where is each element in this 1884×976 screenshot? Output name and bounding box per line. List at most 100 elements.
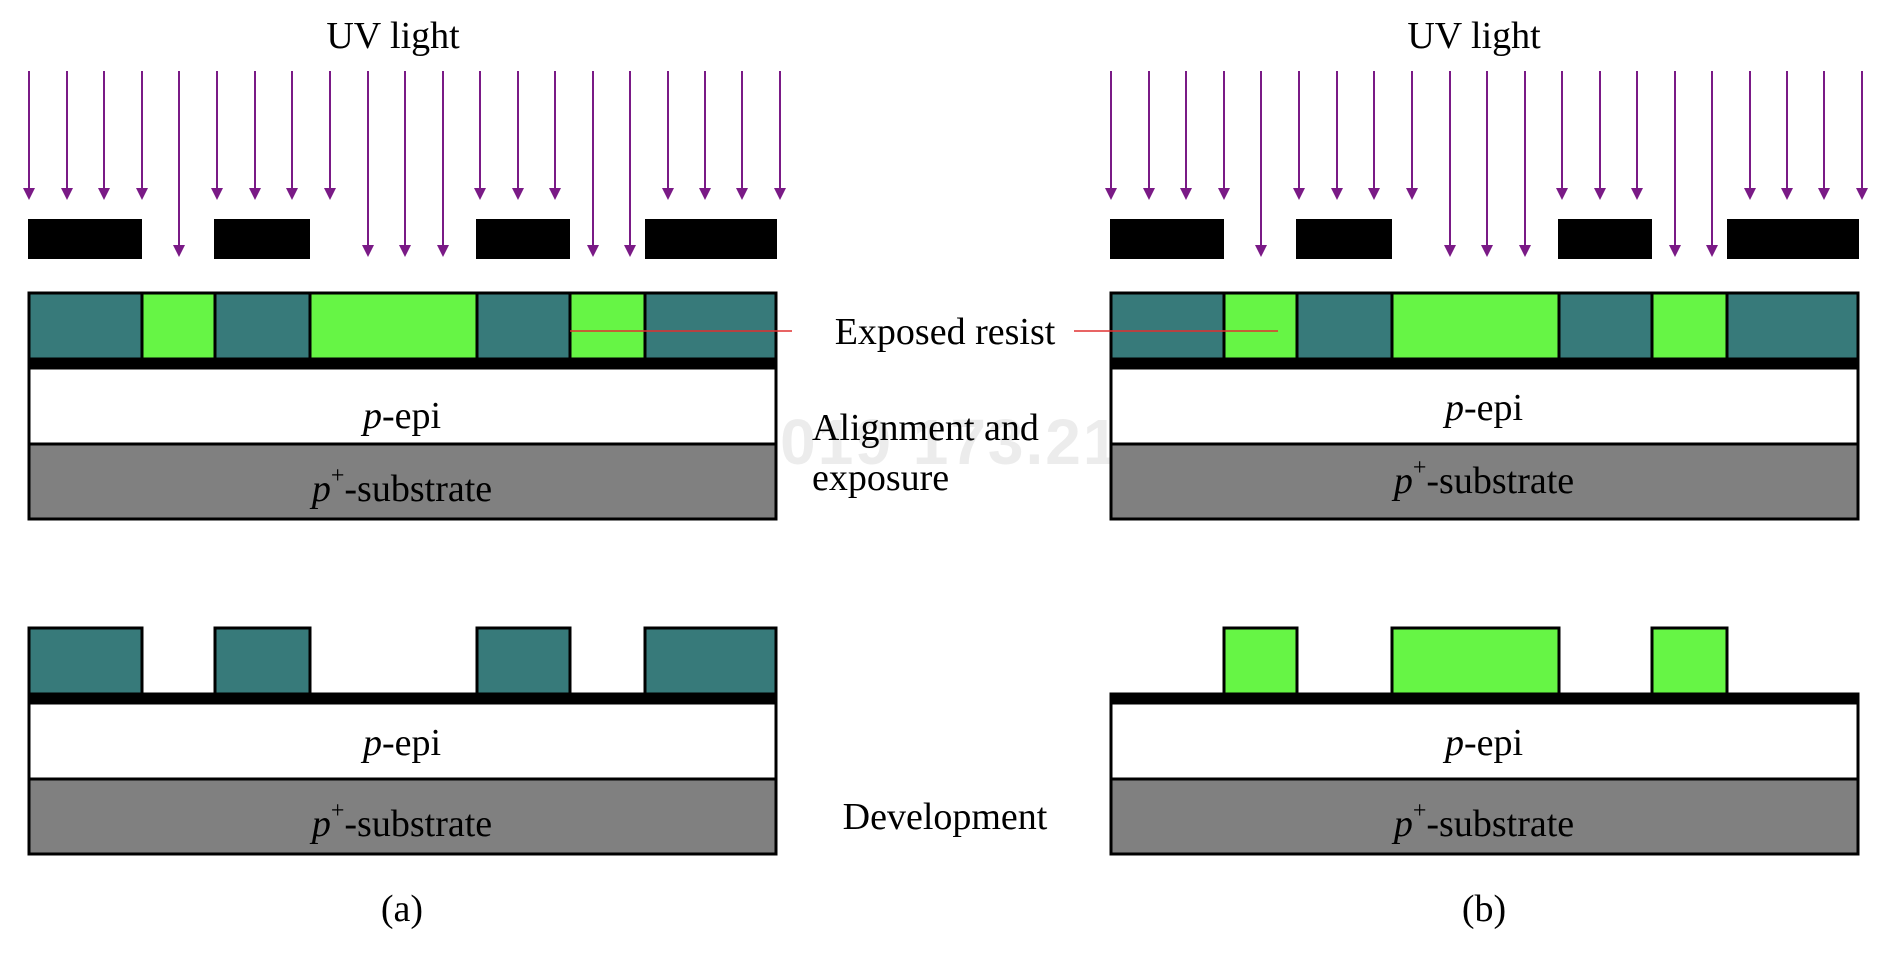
uv-arrowhead [249,188,261,200]
uv-arrowhead [1180,188,1192,200]
uv-arrowhead [1631,188,1643,200]
stack-a-bottom [27,626,778,856]
uv-arrows-a [23,71,786,257]
resist-remaining [213,626,312,696]
unexposed-resist [213,291,312,361]
resist-remaining [1222,626,1299,696]
resist-remaining [1650,626,1729,696]
uv-arrowhead [1105,188,1117,200]
substrate-label: p+-substrate [1393,455,1575,502]
substrate-layer [1109,777,1860,856]
uv-arrowhead [624,245,636,257]
uv-arrowhead [98,188,110,200]
mask-block [476,219,570,259]
stack-b-bottom [1109,626,1860,856]
uv-arrowhead [23,188,35,200]
substrate-label: p+-substrate [1393,798,1575,845]
uv-arrowhead [699,188,711,200]
substrate-layer [27,777,778,856]
stack-a-top [27,291,778,521]
resist-remaining [1390,626,1561,696]
uv-arrowhead [1143,188,1155,200]
uv-arrowhead [1519,245,1531,257]
epi-layer [27,366,778,446]
unexposed-resist [1557,291,1654,361]
uv-arrowhead [61,188,73,200]
epi-layer [1109,366,1860,446]
uv-arrowhead [324,188,336,200]
resist-remaining [643,626,778,696]
mask-block [28,219,142,259]
substrate-layer [27,442,778,521]
development-label: Development [842,796,1048,838]
uv-arrowhead [437,245,449,257]
uv-arrowhead [512,188,524,200]
substrate-layer [1109,442,1860,521]
uv-arrowhead [1856,188,1868,200]
mask-block [1296,219,1392,259]
uv-arrowhead [1218,188,1230,200]
uv-arrowhead [1481,245,1493,257]
uv-arrowhead [587,245,599,257]
uv-arrowhead [211,188,223,200]
uv-arrowhead [136,188,148,200]
uv-arrowhead [474,188,486,200]
epi-label: p-epi [362,395,442,437]
substrate-label: p+-substrate [311,798,493,845]
uv-arrows-b [1105,71,1868,257]
mask-block [214,219,310,259]
uv-arrowhead [1706,245,1718,257]
unexposed-resist [1295,291,1394,361]
uv-arrowhead [1255,245,1267,257]
caption-b: (b) [1461,888,1507,930]
resist-remaining [475,626,572,696]
uv-arrowhead [549,188,561,200]
uv-arrowhead [1293,188,1305,200]
epi-label: p-epi [1444,387,1524,429]
uv-light-label-b: UV light [1407,15,1541,57]
exposed-resist [1390,291,1561,361]
epi-label: p-epi [362,722,442,764]
epi-label: p-epi [1444,722,1524,764]
alignment-label-line1: Alignment and [812,407,1039,449]
mask-b [1110,219,1859,259]
uv-arrowhead [1744,188,1756,200]
exposed-resist-label: Exposed resist [834,311,1056,353]
exposed-resist [140,291,217,361]
uv-arrowhead [1368,188,1380,200]
uv-arrowhead [662,188,674,200]
unexposed-resist [1725,291,1860,361]
caption-a: (a) [380,888,424,930]
unexposed-resist [27,291,144,361]
mask-a [28,219,777,259]
epi-layer [27,701,778,781]
substrate-label: p+-substrate [311,463,493,510]
uv-arrowhead [1331,188,1343,200]
uv-arrowhead [1781,188,1793,200]
mask-block [1558,219,1652,259]
uv-arrowhead [774,188,786,200]
unexposed-resist [1109,291,1226,361]
resist-remaining [27,626,144,696]
uv-light-label-a: UV light [326,15,460,57]
alignment-label-line2: exposure [812,457,950,499]
mask-block [1110,219,1224,259]
uv-arrowhead [1669,245,1681,257]
exposed-resist [568,291,647,361]
uv-arrowhead [1594,188,1606,200]
exposed-resist [1222,291,1299,361]
uv-arrowhead [362,245,374,257]
mask-block [1727,219,1859,259]
unexposed-resist [475,291,572,361]
uv-arrowhead [736,188,748,200]
uv-arrowhead [286,188,298,200]
uv-arrowhead [399,245,411,257]
stack-b-top [1109,291,1860,521]
exposed-resist [308,291,479,361]
uv-arrowhead [1818,188,1830,200]
exposed-resist [1650,291,1729,361]
uv-arrowhead [1406,188,1418,200]
uv-arrowhead [173,245,185,257]
